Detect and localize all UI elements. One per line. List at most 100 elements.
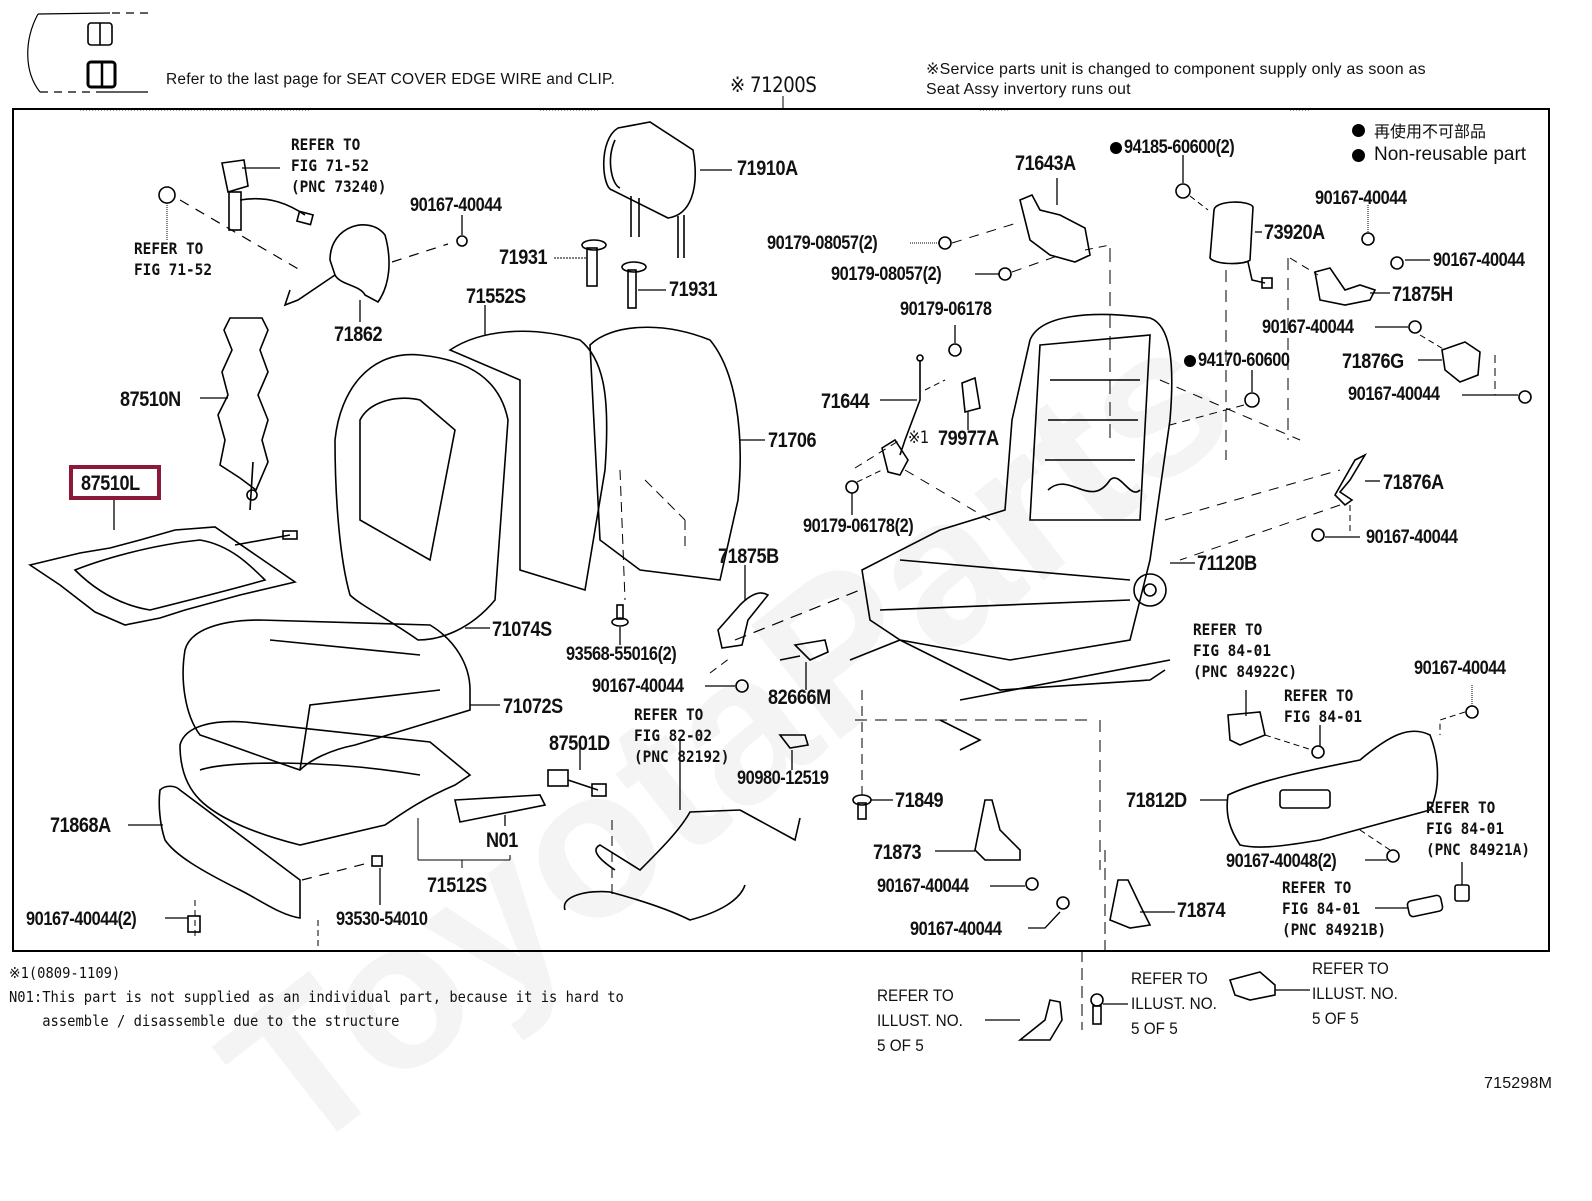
footnote-mark-1: ※1(0809-1109) [9,964,121,982]
part-90167-40044-r4[interactable]: 90167-40044 [1348,384,1440,405]
ref-fig-84-01-pnc-84921A[interactable]: REFER TO FIG 84-01 (PNC 84921A) [1426,798,1531,859]
ref-illust-5-of-5-c[interactable]: REFER TO ILLUST. NO. 5 OF 5 [1312,959,1398,1028]
part-71876A[interactable]: 71876A [1383,471,1444,494]
ref-fig-84-01[interactable]: REFER TO FIG 84-01 [1284,686,1363,726]
part-94170-60600[interactable]: 94170-60600 [1198,350,1290,371]
part-90167-40044-top[interactable]: 90167-40044 [410,195,502,216]
part-90167-40044-r3[interactable]: 90167-40044 [1262,317,1354,338]
part-71512S[interactable]: 71512S [427,874,487,897]
illustration-id: 715298M [1484,1075,1553,1092]
part-N01[interactable]: N01 [486,829,518,852]
part-71644[interactable]: 71644 [821,390,870,413]
part-90179-06178[interactable]: 90179-06178 [900,299,992,320]
ref-fig-71-52-pnc-73240[interactable]: REFER TO FIG 71-52 (PNC 73240) [291,135,387,196]
right-fasteners-drawing [1159,205,1532,561]
n01-part-drawing [454,794,547,826]
diagram-frame [12,108,1550,952]
non-reusable-dot-icon [1352,148,1365,162]
side-shield-drawing [1200,685,1479,918]
part-90980-12519[interactable]: 90980-12519 [737,768,829,789]
ref-illust-5-of-5-b[interactable]: REFER TO ILLUST. NO. 5 OF 5 [1131,969,1217,1038]
ref-fig-82-02-pnc-82192[interactable]: REFER TO FIG 82-02 (PNC 82192) [634,705,730,766]
part-90179-08057-2-b[interactable]: 90179-08057(2) [831,264,942,285]
legend-en-label: Non-reusable part [1374,144,1527,165]
heater-mat-back-drawing [200,317,269,511]
belt-guide-drawing [283,215,468,322]
headrest-guide-1 [581,239,607,287]
clip-bracket-outline [27,13,41,93]
headrest-drawing [602,121,732,258]
part-71874[interactable]: 71874 [1177,899,1226,922]
footnote-n01-line1: N01:This part is not supplied as an indi… [9,988,624,1006]
part-93568-55016-2[interactable]: 93568-55016(2) [566,644,677,665]
part-90179-08057-2-a[interactable]: 90179-08057(2) [767,233,878,254]
part-71873[interactable]: 71873 [873,841,922,864]
assembly-code: ※ 71200S [730,73,817,97]
non-reusable-marker-94185 [1110,142,1122,154]
selected-part-highlight [69,465,161,500]
ref-illust-5-of-5-a[interactable]: REFER TO ILLUST. NO. 5 OF 5 [877,986,963,1055]
seat-frame-drawing [849,313,1195,870]
service-note-line1: ※Service parts unit is changed to compon… [926,61,1426,78]
part-71706[interactable]: 71706 [768,429,817,452]
diagram-linework [27,12,1532,1041]
heater-mat-cushion-drawing [28,498,298,626]
part-90167-40044-r5[interactable]: 90167-40044 [1366,527,1458,548]
part-71876G[interactable]: 71876G [1342,350,1404,373]
part-71910A[interactable]: 71910A [737,157,798,180]
lower-ref-parts-drawing [985,971,1310,1041]
edge-wire-note: Refer to the last page for SEAT COVER ED… [166,71,616,88]
part-71643A[interactable]: 71643A [1015,152,1076,175]
part-71875H[interactable]: 71875H [1392,283,1453,306]
part-87510L[interactable]: 87510L [81,472,140,495]
part-90167-40044-71873[interactable]: 90167-40044 [877,876,969,897]
part-90167-40048-2[interactable]: 90167-40048(2) [1226,851,1337,872]
part-90167-40044-r2[interactable]: 90167-40044 [1433,250,1525,271]
wire-harness-drawing [547,740,801,921]
part-71862[interactable]: 71862 [334,323,383,346]
connector-90980-drawing [778,734,810,770]
part-71074S[interactable]: 71074S [492,618,552,641]
non-reusable-marker-94170 [1184,355,1196,367]
ref-fig-84-01-pnc-84921B[interactable]: REFER TO FIG 84-01 (PNC 84921B) [1282,878,1387,939]
pin-71849-drawing [852,690,893,820]
ref-fig-71-52[interactable]: REFER TO FIG 71-52 [134,239,213,279]
part-71552S[interactable]: 71552S [466,285,526,308]
part-71812D[interactable]: 71812D [1126,789,1187,812]
service-note-line2: Seat Assy invertory runs out [926,81,1131,98]
clip-82666M-drawing [779,639,829,690]
part-71931-a[interactable]: 71931 [499,246,548,269]
part-94185-60600-2[interactable]: 94185-60600(2) [1124,137,1235,158]
part-73920A[interactable]: 73920A [1264,221,1325,244]
part-90167-40044-mid[interactable]: 90167-40044 [592,676,684,697]
part-93530-54010[interactable]: 93530-54010 [336,909,428,930]
part-71849[interactable]: 71849 [895,789,944,812]
part-71072S[interactable]: 71072S [503,695,563,718]
part-90167-40044-2[interactable]: 90167-40044(2) [26,909,137,930]
part-82666M[interactable]: 82666M [768,686,831,709]
cushion-pad-drawing [179,720,511,868]
legend-jp-label: 再使用不可部品 [1374,122,1487,141]
part-79977A[interactable]: 79977A [938,427,999,450]
release-cable-drawing [845,325,991,521]
headrest-guide-2 [621,261,647,309]
part-90179-06178-2[interactable]: 90179-06178(2) [803,516,914,537]
part-90167-40044-r6[interactable]: 90167-40044 [1414,658,1506,679]
part-87510N[interactable]: 87510N [120,388,181,411]
part-71120B[interactable]: 71120B [1197,552,1257,575]
ref-fig-84-01-pnc-84922C[interactable]: REFER TO FIG 84-01 (PNC 84922C) [1193,620,1298,681]
part-71875B[interactable]: 71875B [718,545,779,568]
non-reusable-dot-icon [1352,123,1365,137]
part-71868A[interactable]: 71868A [50,814,111,837]
legend: 再使用不可部品 Non-reusable part [1352,118,1526,168]
part-90167-40044-r1[interactable]: 90167-40044 [1315,188,1407,209]
bracket-71873-drawing [935,799,1039,891]
cover-71875B-drawing [717,565,861,649]
cushion-cover-drawing [182,619,500,771]
bracket-71874-drawing [1028,850,1175,1030]
part-71931-b[interactable]: 71931 [669,278,718,301]
part-87501D[interactable]: 87501D [549,732,610,755]
part-90167-40044-71874[interactable]: 90167-40044 [910,919,1002,940]
part-79977A-mark: ※1 [908,428,929,448]
footnote-n01-line2: assemble / disassemble due to the struct… [9,1012,400,1030]
